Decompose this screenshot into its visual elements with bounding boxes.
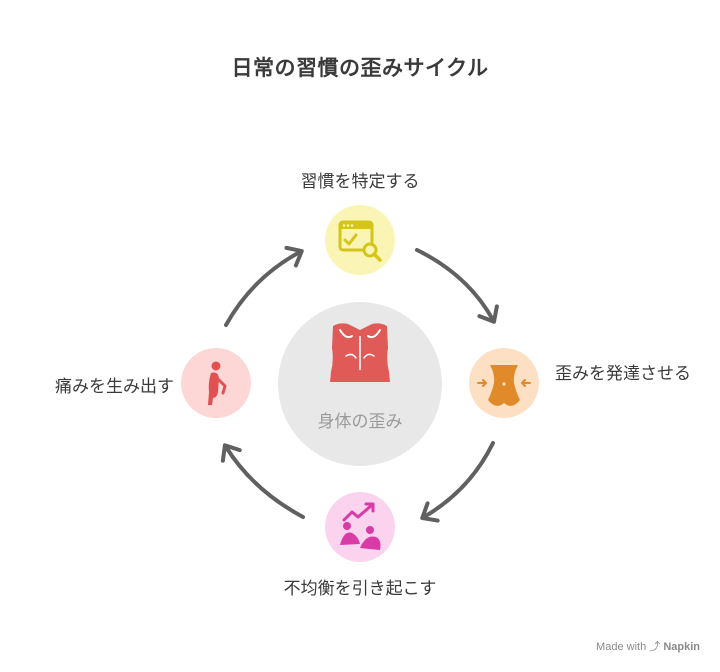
step-node-identify <box>325 205 395 275</box>
arrow-left-to-top <box>224 245 304 327</box>
watermark-prefix: Made with <box>596 641 647 653</box>
center-label: 身体の歪み <box>317 412 403 432</box>
browser-search-check-icon <box>338 220 382 262</box>
center-node <box>278 302 442 466</box>
step-node-imbalance <box>325 492 395 562</box>
napkin-watermark[interactable]: Made with ⤴ Napkin <box>596 638 700 654</box>
arrow-right-to-bottom <box>420 441 495 523</box>
step-label-identify: 習慣を特定する <box>300 172 420 192</box>
arrow-bottom-to-left <box>220 443 305 519</box>
diagram-title: 日常の習慣の歪みサイクル <box>231 56 489 80</box>
step-node-develop <box>469 348 539 418</box>
step-label-pain: 痛みを生み出す <box>55 377 174 397</box>
step-label-develop: 歪みを発達させる <box>555 364 691 384</box>
step-label-imbalance: 不均衡を引き起こす <box>283 579 437 599</box>
arrow-top-to-right <box>415 248 499 324</box>
back-pain-person-icon <box>208 361 227 405</box>
trending-up-figures-icon <box>340 502 381 550</box>
waist-compress-icon <box>477 365 531 406</box>
torso-body-icon <box>330 323 390 382</box>
napkin-logo-icon: ⤴ <box>649 641 661 653</box>
watermark-brand: Napkin <box>663 641 700 653</box>
step-node-pain <box>181 348 251 418</box>
